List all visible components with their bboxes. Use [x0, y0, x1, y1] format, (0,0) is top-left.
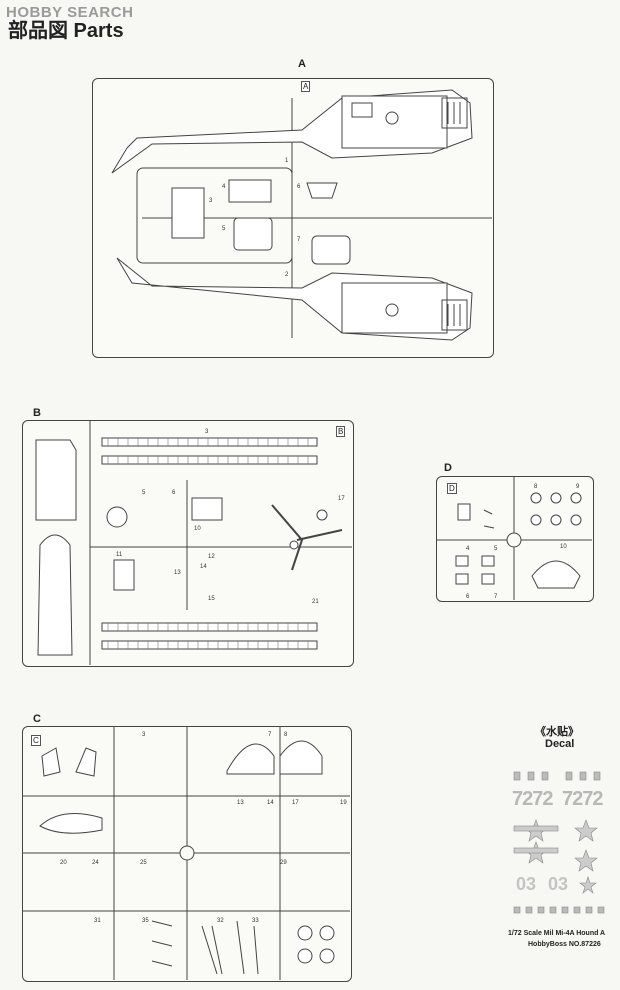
svg-text:21: 21	[312, 599, 319, 605]
svg-text:19: 19	[340, 800, 347, 806]
svg-text:12: 12	[208, 554, 215, 560]
svg-text:15: 15	[208, 596, 215, 602]
svg-text:2: 2	[285, 272, 289, 278]
decal-code-3: 03	[516, 874, 537, 894]
svg-text:3: 3	[209, 198, 213, 204]
svg-text:13: 13	[174, 570, 181, 576]
svg-text:32: 32	[217, 918, 224, 924]
svg-text:9: 9	[576, 484, 580, 490]
svg-text:13: 13	[237, 800, 244, 806]
decal-sheet: 7272 7272 03 03	[510, 762, 610, 932]
sprue-b-parts-drawing: 3 17 5 6 10 12 11 15 14 13 21	[35, 420, 352, 665]
svg-text:3: 3	[142, 732, 146, 738]
svg-text:35: 35	[142, 918, 149, 924]
decal-code-1: 7272	[512, 788, 553, 810]
decal-brand-caption: HobbyBoss NO.87226	[528, 941, 601, 948]
sprue-a-tag: A	[301, 81, 311, 92]
svg-text:33: 33	[252, 918, 259, 924]
svg-text:4: 4	[466, 546, 470, 552]
svg-text:20: 20	[60, 860, 67, 866]
sprue-c-tag: C	[31, 735, 41, 746]
sprue-c-label: C	[33, 713, 41, 725]
sprue-c-parts-drawing: 3 7 8 13 14 19 17 20 24 25 29 31 35 32 33	[22, 726, 350, 980]
sprue-d-parts-drawing: 4 5 8 9 10 6 7	[436, 476, 592, 600]
svg-text:10: 10	[194, 526, 201, 532]
decal-scale-caption: 1/72 Scale Mil Mi-4A Hound A	[508, 930, 606, 937]
decal-title-cn: 《水贴》	[535, 726, 579, 738]
svg-text:7: 7	[297, 237, 301, 243]
svg-text:7: 7	[494, 594, 498, 600]
decal-code-4: 03	[548, 874, 569, 894]
watermark-text: HOBBY SEARCH	[6, 4, 134, 21]
svg-text:24: 24	[92, 860, 99, 866]
svg-text:17: 17	[338, 496, 345, 502]
svg-text:31: 31	[94, 918, 101, 924]
sprue-b-tag: B	[336, 426, 346, 437]
svg-text:5: 5	[222, 226, 226, 232]
svg-text:10: 10	[560, 544, 567, 550]
decal-title-en: Decal	[545, 738, 575, 750]
decal-code-2: 7272	[562, 788, 603, 810]
svg-text:1: 1	[285, 158, 289, 164]
sprue-a-label: A	[298, 58, 306, 70]
sprue-b-label: B	[33, 407, 41, 419]
page-title: 部品図 Parts	[8, 20, 124, 42]
svg-text:3: 3	[205, 429, 209, 435]
svg-text:11: 11	[116, 552, 123, 558]
svg-text:17: 17	[292, 800, 299, 806]
svg-text:14: 14	[267, 800, 274, 806]
sprue-a-parts-drawing: 1 4 3 5 7 2 6	[111, 89, 492, 341]
svg-text:4: 4	[222, 184, 226, 190]
svg-text:7: 7	[268, 732, 272, 738]
svg-text:5: 5	[494, 546, 498, 552]
sprue-d-label: D	[444, 462, 452, 474]
decal-marks-drawing	[513, 771, 605, 914]
svg-text:6: 6	[466, 594, 470, 600]
svg-text:6: 6	[172, 490, 176, 496]
svg-text:29: 29	[280, 860, 287, 866]
svg-text:8: 8	[534, 484, 538, 490]
svg-text:25: 25	[140, 860, 147, 866]
sprue-d-tag: D	[447, 483, 457, 494]
svg-text:14: 14	[200, 564, 207, 570]
svg-text:8: 8	[284, 732, 288, 738]
svg-text:6: 6	[297, 184, 301, 190]
svg-text:5: 5	[142, 490, 146, 496]
